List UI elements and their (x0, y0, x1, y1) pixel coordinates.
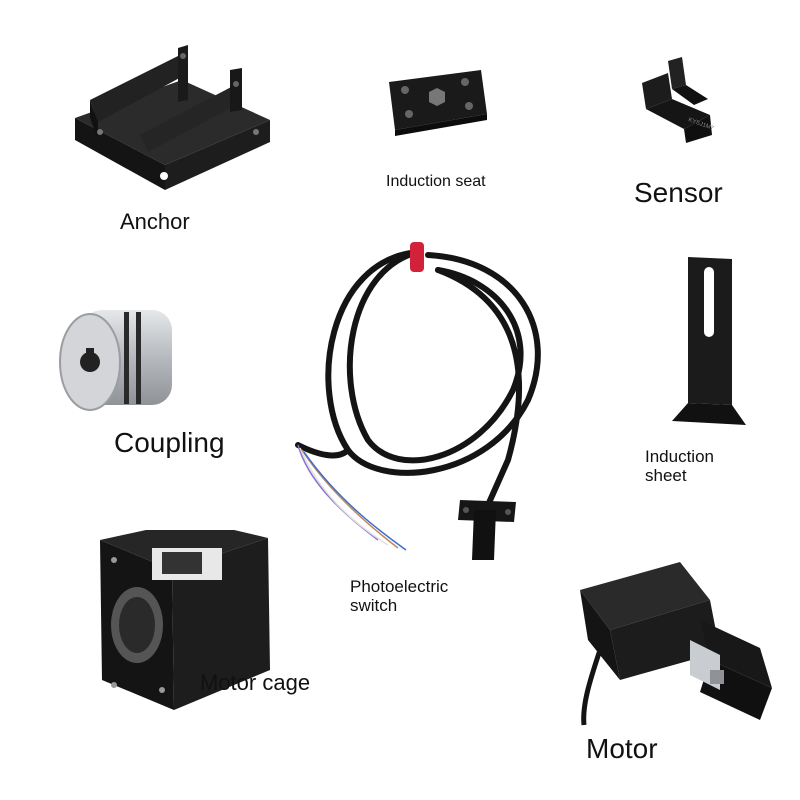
induction-sheet-label: Induction sheet (645, 447, 714, 485)
photoelectric-switch-image (288, 240, 558, 570)
coupling-label: Coupling (114, 427, 225, 458)
anchor-label: Anchor (120, 209, 190, 234)
induction-sheet-image (668, 255, 748, 430)
anchor-bracket-image (70, 40, 275, 200)
induction-seat-label: Induction seat (386, 173, 486, 190)
motor-image (560, 560, 775, 730)
motor-cage-image (92, 530, 272, 720)
sensor-label: Sensor (634, 177, 723, 208)
coupling-image (52, 300, 182, 420)
motor-label: Motor (586, 733, 658, 764)
photoelectric-switch-label: Photoelectric switch (350, 577, 449, 615)
sensor-image: KYSJ1M7 (638, 55, 718, 145)
motor-cage-label: Motor cage (200, 670, 311, 695)
induction-seat-image (385, 68, 490, 136)
